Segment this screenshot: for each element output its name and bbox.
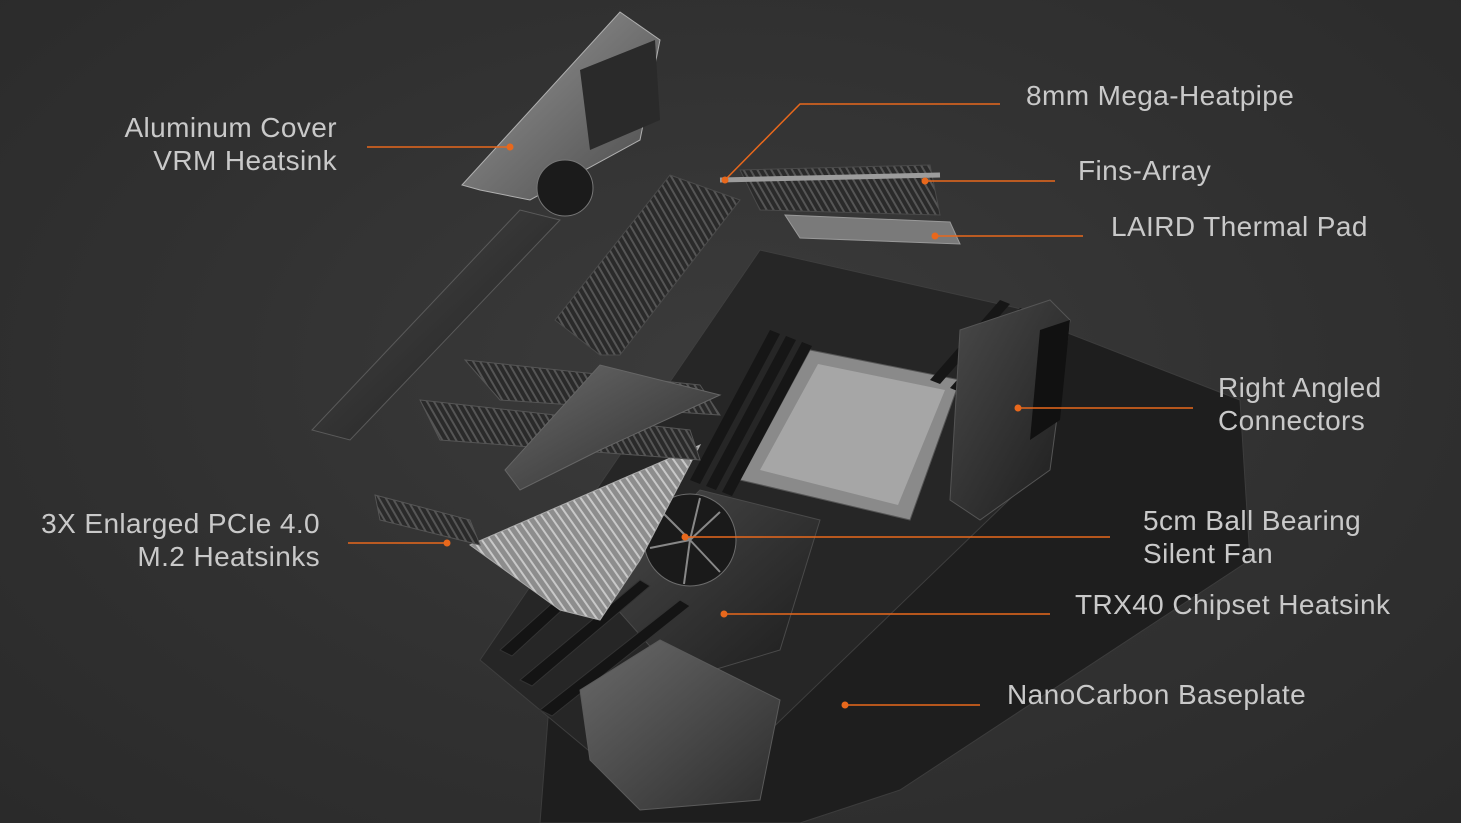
m2-heatsink-dark xyxy=(504,364,722,491)
label-fan: 5cm Ball Bearing Silent Fan xyxy=(1143,504,1361,570)
label-fins-array: Fins-Array xyxy=(1078,154,1211,187)
marker-m2-heatsinks xyxy=(443,539,451,547)
label-chipset: TRX40 Chipset Heatsink xyxy=(1075,588,1390,621)
marker-baseplate xyxy=(841,701,849,709)
label-line: VRM Heatsink xyxy=(153,145,337,176)
heatpipe-shape xyxy=(719,172,941,183)
label-heatpipe: 8mm Mega-Heatpipe xyxy=(1026,79,1294,112)
label-line: 8mm Mega-Heatpipe xyxy=(1026,80,1295,111)
m2-plate-3 xyxy=(374,494,481,546)
label-thermal-pad: LAIRD Thermal Pad xyxy=(1111,210,1368,243)
label-line: Connectors xyxy=(1218,405,1366,436)
marker-fan xyxy=(681,533,689,541)
label-line: 3X Enlarged PCIe 4.0 xyxy=(41,508,320,539)
m2-heatsink-silver xyxy=(468,443,702,621)
marker-thermal-pad xyxy=(931,232,939,240)
label-line: Aluminum Cover xyxy=(124,112,337,143)
marker-fins-array xyxy=(921,177,929,185)
label-right-angled: Right Angled Connectors xyxy=(1218,371,1382,437)
bottom-shroud-shape xyxy=(579,639,781,811)
label-line: M.2 Heatsinks xyxy=(137,541,320,572)
vrm-heatsink-long xyxy=(311,209,561,441)
label-line: Silent Fan xyxy=(1143,538,1274,569)
marker-heatpipe xyxy=(721,176,729,184)
label-line: TRX40 Chipset Heatsink xyxy=(1075,589,1391,620)
label-line: LAIRD Thermal Pad xyxy=(1111,211,1368,242)
label-line: Right Angled xyxy=(1218,372,1382,403)
marker-chipset xyxy=(720,610,728,618)
thermal-pad-shape xyxy=(784,214,961,245)
label-aluminum-cover: Aluminum Cover VRM Heatsink xyxy=(124,111,337,177)
label-m2-heatsinks: 3X Enlarged PCIe 4.0 M.2 Heatsinks xyxy=(41,507,320,573)
label-line: 5cm Ball Bearing xyxy=(1143,505,1362,536)
label-baseplate: NanoCarbon Baseplate xyxy=(1007,678,1306,711)
leader-heatpipe xyxy=(724,103,1000,181)
marker-right-angled xyxy=(1014,404,1022,412)
marker-aluminum-cover xyxy=(506,143,514,151)
label-line: NanoCarbon Baseplate xyxy=(1007,679,1307,710)
label-line: Fins-Array xyxy=(1078,155,1212,186)
fins-block-left xyxy=(554,174,741,356)
